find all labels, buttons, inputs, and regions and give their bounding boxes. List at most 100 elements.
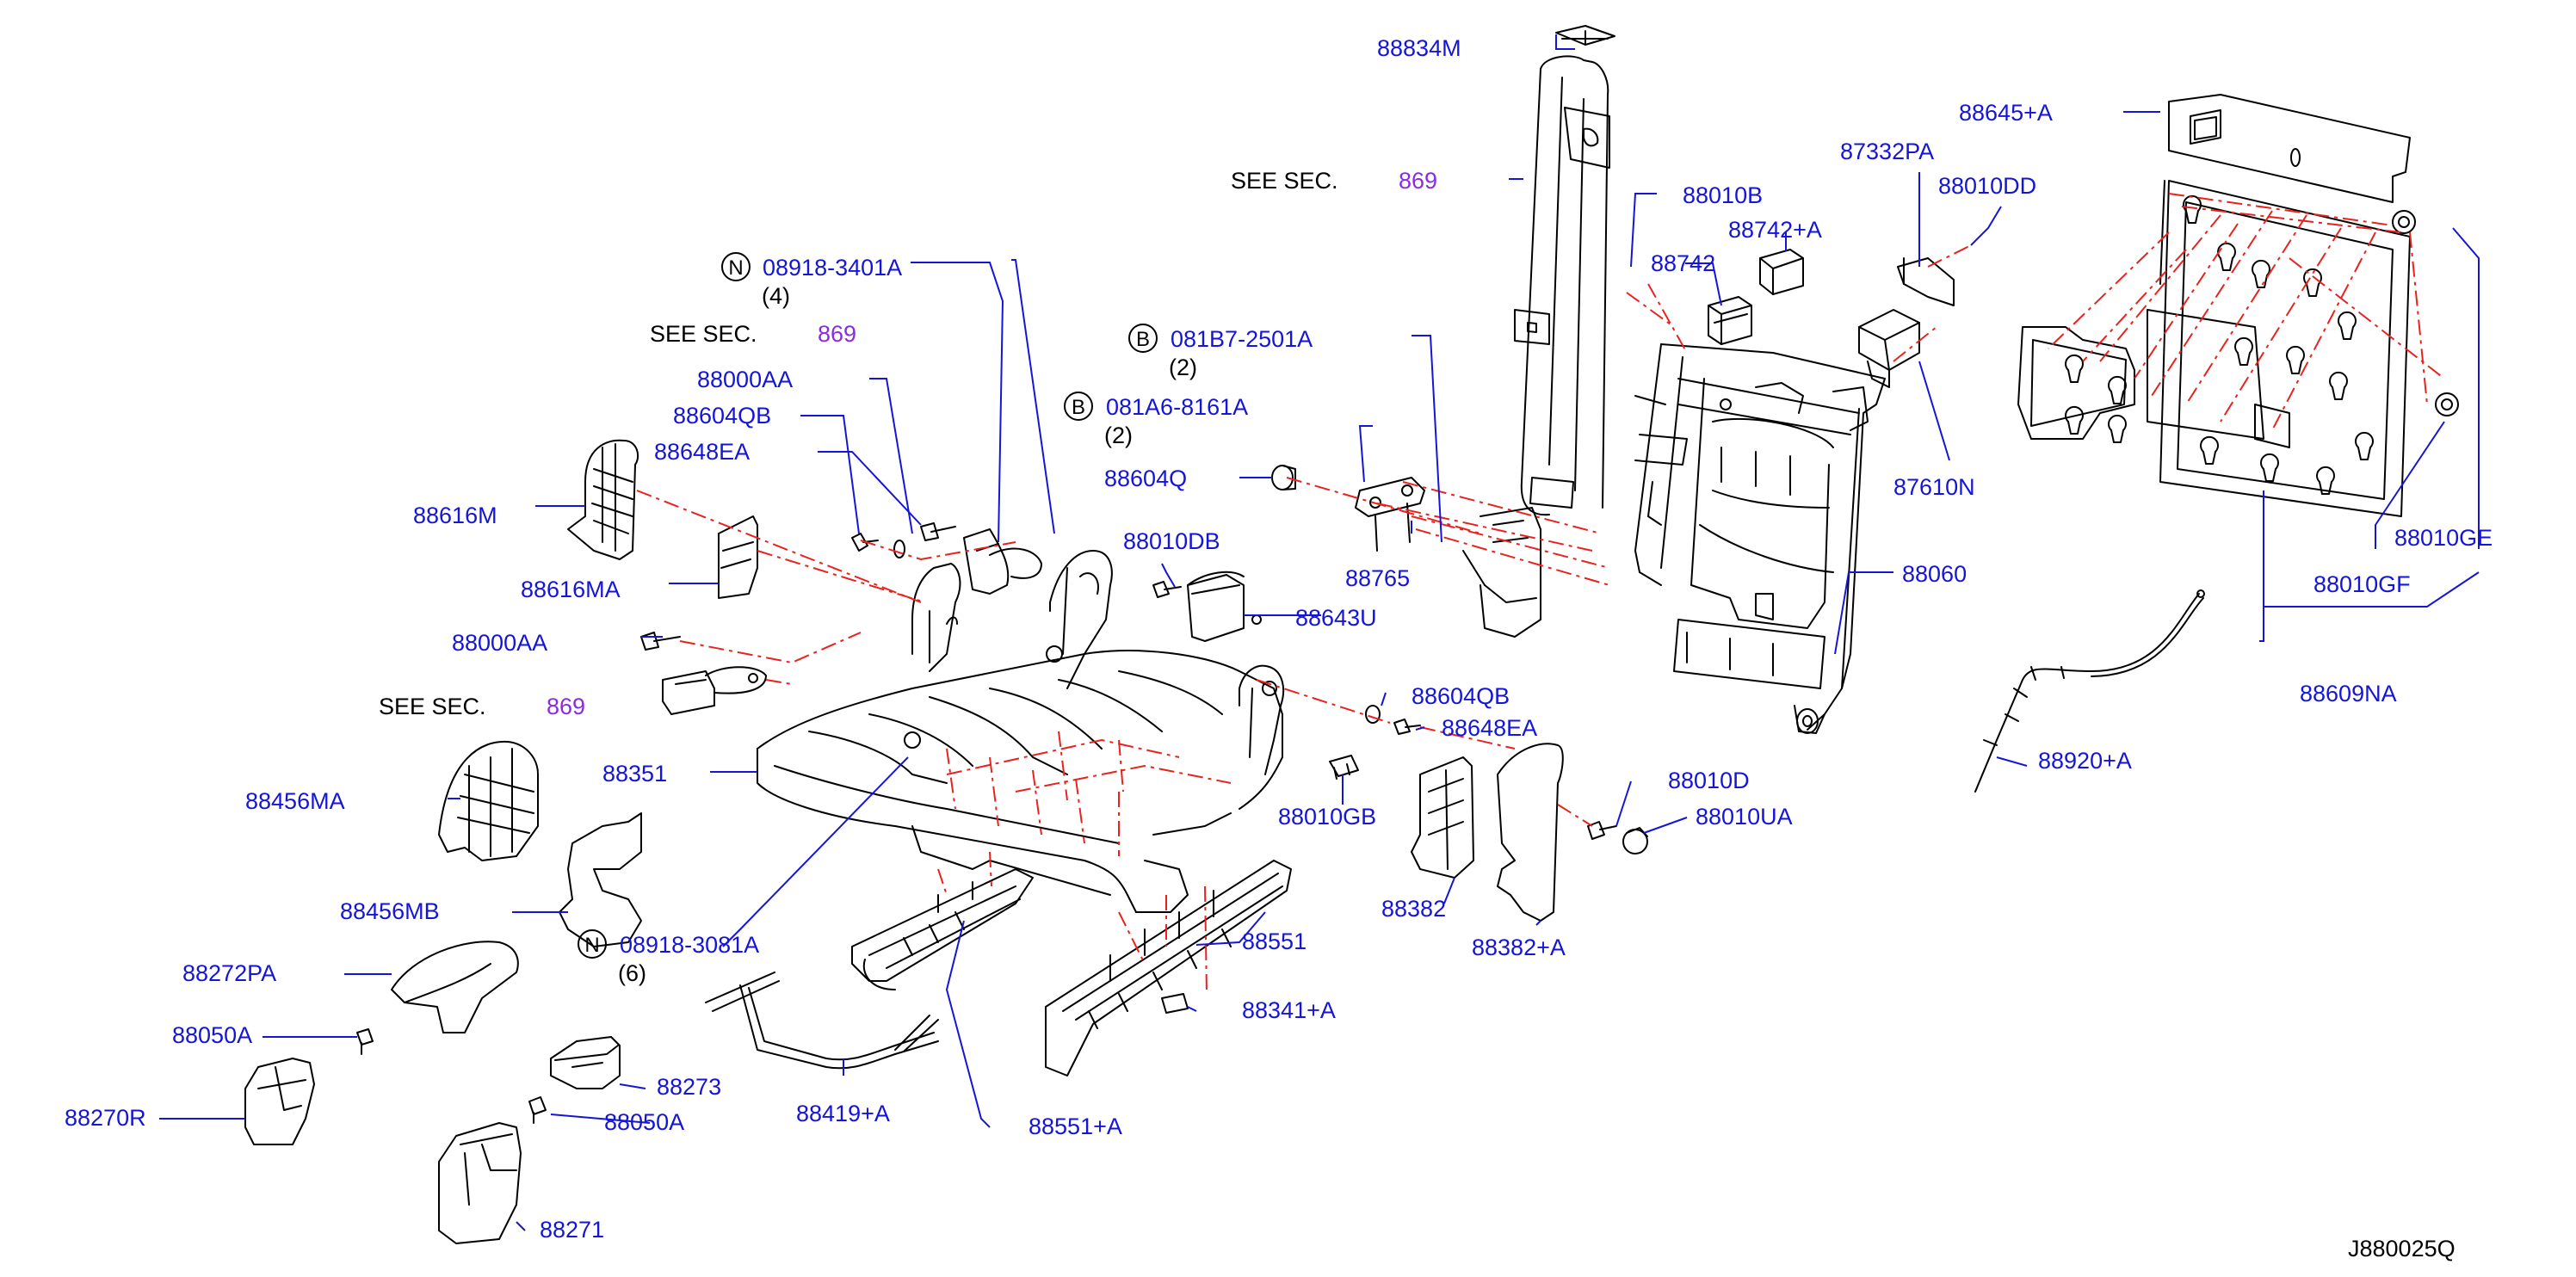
part-label-88351[interactable]: 88351 — [602, 761, 667, 787]
part-88010UA-drawing — [1622, 827, 1648, 854]
part-label-88000AA[interactable]: 88000AA — [452, 630, 547, 656]
part-label-88551[interactable]: 88551 — [1242, 928, 1307, 954]
part-label-88010GE[interactable]: 88010GE — [2394, 525, 2493, 551]
see-section-ref-3: SEE SEC. 869 — [379, 694, 585, 719]
part-drawings — [244, 25, 2459, 1244]
part-88616MA-drawing — [718, 515, 758, 599]
fastener-prefix-circle — [1064, 392, 1093, 421]
assembly-guide-lines — [636, 193, 2445, 995]
part-label-88010UA[interactable]: 88010UA — [1696, 804, 1793, 830]
labels: SEE SEC. 869 SEE SEC. 869 SEE SEC. 869 N… — [65, 35, 2493, 1262]
part-label-88616M[interactable]: 88616M — [413, 503, 497, 528]
part-label-88604QB[interactable]: 88604QB — [1412, 683, 1510, 709]
part-label-88616MA[interactable]: 88616MA — [521, 577, 621, 602]
part-labels: 88834M 88645+A 87332PA 88010B 88010DD 88… — [65, 35, 2493, 1243]
part-label-88742[interactable]: 88742 — [1651, 250, 1715, 276]
part-label-88609NA[interactable]: 88609NA — [2300, 681, 2397, 706]
part-88382A-drawing — [1497, 743, 1564, 922]
part-label-87610N[interactable]: 87610N — [1893, 474, 1975, 500]
part-88648EA-drawing — [851, 533, 1421, 735]
fastener-prefix: N — [584, 934, 599, 957]
fastener-prefix: B — [1072, 396, 1085, 419]
part-label-88382A[interactable]: 88382+A — [1472, 935, 1566, 960]
fastener-qty: (2) — [1104, 423, 1133, 448]
part-label-88920A[interactable]: 88920+A — [2038, 748, 2132, 774]
fastener-prefix-circle — [578, 929, 607, 959]
part-label-88604QB[interactable]: 88604QB — [673, 403, 771, 429]
part-label-88648EA[interactable]: 88648EA — [654, 439, 750, 465]
fastener-callout-0[interactable]: N 08918-3401A (4) — [721, 252, 902, 309]
part-label-88604Q[interactable]: 88604Q — [1104, 466, 1187, 491]
part-88920A-drawing — [1974, 589, 2205, 793]
part-label-88010DD[interactable]: 88010DD — [1938, 173, 2036, 199]
fastener-callout-1[interactable]: B 081B7-2501A (2) — [1128, 324, 1313, 380]
fastener-prefix-circle — [1128, 324, 1158, 353]
see-section-number[interactable]: 869 — [818, 321, 856, 347]
part-88456MB-drawing — [559, 812, 642, 947]
part-88643U-cover-drawing — [1187, 571, 1245, 586]
part-87610N-drawing — [1858, 309, 1920, 388]
part-label-88643U[interactable]: 88643U — [1295, 605, 1377, 631]
part-88351-drawing — [757, 650, 1283, 913]
part-88643U-drawing — [1187, 574, 1245, 642]
part-label-88000AA[interactable]: 88000AA — [697, 367, 793, 392]
part-label-88382[interactable]: 88382 — [1381, 896, 1446, 922]
part-label-88271[interactable]: 88271 — [540, 1217, 604, 1243]
part-88000AA-drawing — [640, 522, 956, 651]
part-label-88648EA[interactable]: 88648EA — [1442, 715, 1537, 741]
part-label-88742A[interactable]: 88742+A — [1728, 217, 1822, 243]
part-88604Q-drawing — [1271, 465, 1296, 490]
part-nuts-drawing — [904, 614, 1262, 749]
see-section-number[interactable]: 869 — [547, 694, 585, 719]
part-label-88273[interactable]: 88273 — [657, 1074, 721, 1100]
fastener-code[interactable]: 08918-3401A — [763, 255, 902, 281]
fastener-code[interactable]: 081A6-8161A — [1106, 394, 1248, 420]
see-section-number[interactable]: 869 — [1399, 168, 1437, 194]
diagram-code: J880025Q — [2348, 1236, 2456, 1262]
part-88604QB-drawing — [893, 540, 1381, 724]
fastener-prefix: N — [728, 256, 743, 280]
part-88270R-drawing — [244, 1058, 315, 1145]
part-label-88010GF[interactable]: 88010GF — [2313, 571, 2411, 597]
part-label-88010GB[interactable]: 88010GB — [1278, 804, 1376, 830]
part-88271-drawing — [438, 1122, 522, 1244]
part-88273-drawing — [550, 1036, 621, 1089]
part-label-88456MB[interactable]: 88456MB — [340, 898, 440, 924]
part-88351-side-drawing — [911, 550, 1285, 775]
part-88616M-drawing — [567, 439, 639, 560]
part-grommets-drawing — [2392, 210, 2459, 416]
part-88050A-drawing — [356, 1028, 547, 1124]
part-label-88010D[interactable]: 88010D — [1668, 768, 1750, 793]
part-label-88645A[interactable]: 88645+A — [1959, 100, 2053, 126]
part-label-87332PA[interactable]: 87332PA — [1840, 139, 1934, 164]
fastener-code[interactable]: 08918-3081A — [620, 932, 759, 958]
part-recliner-drawing — [1462, 507, 1541, 638]
part-88382-drawing — [1411, 756, 1474, 879]
part-label-88419A[interactable]: 88419+A — [796, 1101, 890, 1126]
fastener-callout-3[interactable]: N 08918-3081A (6) — [578, 929, 759, 986]
part-88419A-drawing — [705, 972, 939, 1070]
see-section-ref-2: SEE SEC. 869 — [650, 321, 856, 347]
part-88010D-drawing — [1587, 821, 1617, 840]
fastener-qty: (6) — [618, 960, 646, 986]
part-label-88050A[interactable]: 88050A — [172, 1022, 252, 1048]
part-label-88270R[interactable]: 88270R — [65, 1105, 146, 1131]
part-label-88834M[interactable]: 88834M — [1377, 35, 1461, 61]
part-88010DB-drawing — [1152, 581, 1182, 598]
part-88010GB-drawing — [1329, 755, 1359, 780]
part-label-88341A[interactable]: 88341+A — [1242, 997, 1336, 1023]
fastener-callout-2[interactable]: B 081A6-8161A (2) — [1064, 392, 1248, 448]
part-88272PA-drawing — [391, 941, 519, 1033]
part-label-88272PA[interactable]: 88272PA — [182, 960, 276, 986]
part-label-88010DB[interactable]: 88010DB — [1123, 528, 1220, 554]
leader-lines — [159, 34, 2480, 1231]
part-label-88765[interactable]: 88765 — [1345, 565, 1410, 591]
part-label-88010B[interactable]: 88010B — [1683, 182, 1763, 208]
part-88645A-keyholes — [2065, 194, 2374, 495]
part-label-88551A[interactable]: 88551+A — [1029, 1114, 1122, 1139]
part-label-88456MA[interactable]: 88456MA — [245, 788, 345, 814]
part-label-88050A[interactable]: 88050A — [604, 1109, 684, 1135]
part-label-88060[interactable]: 88060 — [1902, 561, 1967, 587]
part-88834M-drawing — [1514, 25, 1615, 516]
fastener-code[interactable]: 081B7-2501A — [1171, 326, 1313, 352]
